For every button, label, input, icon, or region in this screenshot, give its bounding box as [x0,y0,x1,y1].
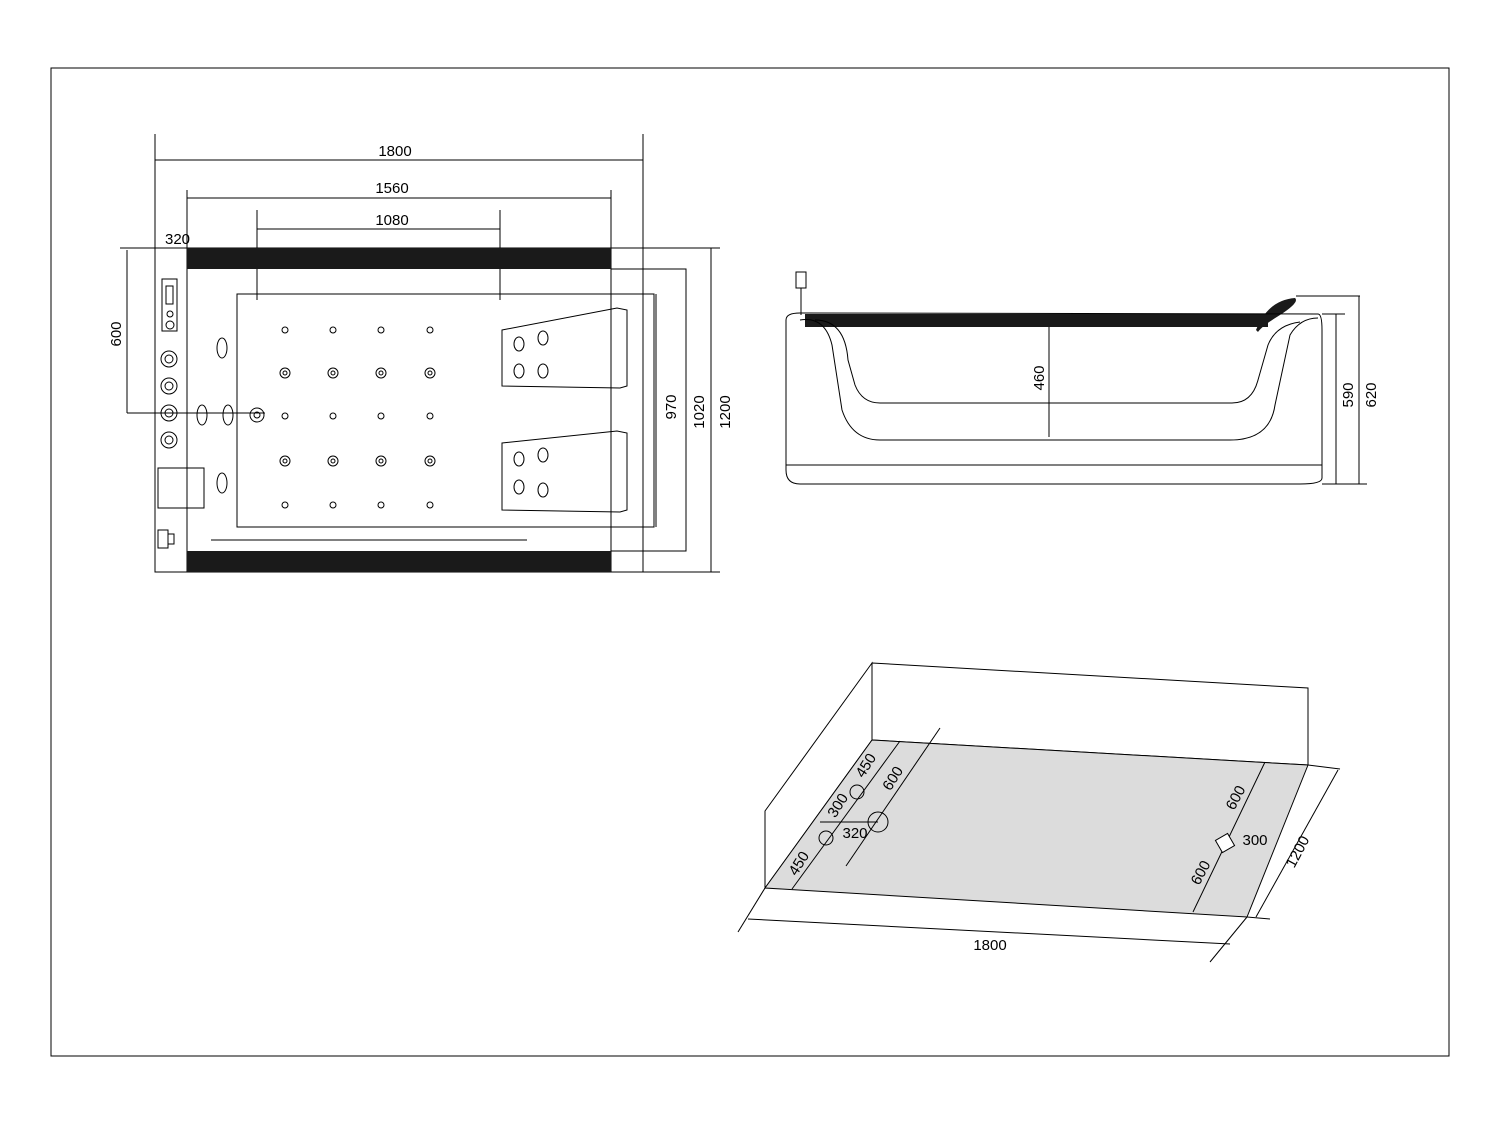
dim-height: 620 [1363,382,1380,407]
dim-overall-width: 1200 [717,395,734,428]
dim-right-b: 300 [1242,832,1267,849]
dim-inner-width: 970 [663,394,680,419]
drain-circle [849,784,865,800]
side-view: 460 590 620 [785,271,1380,485]
control-panel-icon [161,278,178,332]
headrest-bottom [501,430,628,513]
jet-grid [279,326,436,509]
dim-floor-length: 1800 [973,937,1006,954]
tub-outline [154,247,644,573]
glass-panel-bottom [187,551,611,572]
headrest-profile [1256,298,1296,332]
faucet-icon [157,529,175,549]
tub-side-outline [785,312,1323,485]
tub-basin [236,293,655,528]
top-view: 1800 1560 1080 320 600 970 1020 1200 [108,134,734,573]
dim-left-d: 320 [842,825,867,842]
outlet-square [1214,832,1236,854]
dim-jet-span: 1080 [375,212,408,229]
dim-depth: 590 [1340,382,1357,407]
glass-rim [805,314,1268,327]
dim-panel-height: 600 [108,321,125,346]
drain-circle [867,811,889,833]
dim-panel-width: 320 [165,231,190,248]
dim-floor-width: 1200 [1283,833,1314,870]
control-knobs [160,350,265,449]
sheet-frame [50,67,1450,1057]
drain-circle [818,830,834,846]
dim-inner-depth: 460 [1031,365,1048,390]
floor-view: 1800 1200 450 600 300 320 450 600 300 60… [737,661,1341,963]
dim-overall-length: 1800 [378,143,411,160]
side-jet-icon [216,337,228,359]
dim-mid-width: 1020 [691,395,708,428]
dim-inner-length: 1560 [375,180,408,197]
speaker-box [157,467,205,509]
headrest-top [501,307,628,389]
glass-panel-top [187,248,611,269]
faucet-head [795,271,807,289]
